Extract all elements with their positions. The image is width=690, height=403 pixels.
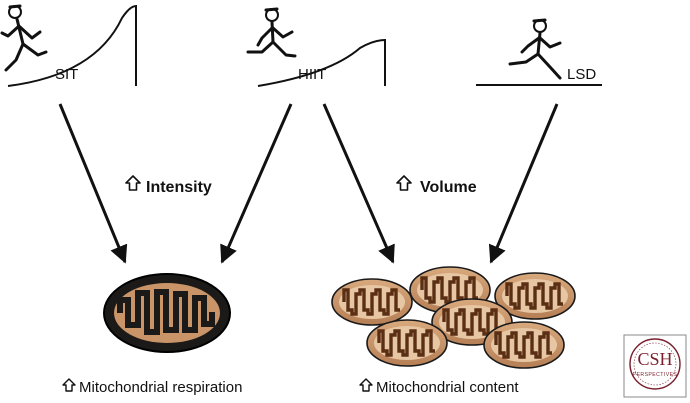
mitochondrion-small bbox=[366, 319, 448, 367]
intensity-up-arrow-icon bbox=[125, 175, 141, 191]
lsd-runner-icon bbox=[508, 18, 562, 80]
mitochondrion-small bbox=[331, 278, 413, 326]
arrow-lsd-to-content bbox=[488, 103, 559, 264]
arrow-sit-to-respiration bbox=[58, 103, 128, 264]
volume-up-arrow-icon bbox=[396, 175, 412, 191]
mitochondrion-small bbox=[483, 321, 565, 369]
hiit-label: HIIT bbox=[298, 66, 326, 83]
hiit-runner-icon bbox=[246, 7, 297, 58]
mitochondrion-small bbox=[494, 272, 576, 320]
intensity-label: Intensity bbox=[146, 179, 212, 196]
volume-label: Volume bbox=[420, 179, 477, 196]
arrows bbox=[58, 103, 559, 264]
hiit-ramp bbox=[257, 38, 386, 87]
csh-perspectives-logo: CSH PERSPECTIVES bbox=[623, 334, 687, 398]
arrow-hiit-to-respiration bbox=[220, 103, 293, 264]
sit-ramp bbox=[7, 4, 137, 87]
mitochondria-cluster bbox=[331, 266, 576, 369]
logo-main-text: CSH bbox=[637, 349, 672, 369]
logo-sub-text: PERSPECTIVES bbox=[633, 372, 678, 378]
sit-label: SIT bbox=[55, 66, 78, 83]
mitochondrion-large bbox=[103, 273, 231, 353]
respiration-up-arrow-icon bbox=[62, 378, 76, 392]
content-label: Mitochondrial content bbox=[376, 379, 519, 396]
respiration-label: Mitochondrial respiration bbox=[79, 379, 242, 396]
arrow-hiit-to-content bbox=[322, 103, 395, 264]
lsd-label: LSD bbox=[567, 66, 596, 83]
sit-runner-icon bbox=[0, 4, 48, 72]
content-up-arrow-icon bbox=[359, 378, 373, 392]
